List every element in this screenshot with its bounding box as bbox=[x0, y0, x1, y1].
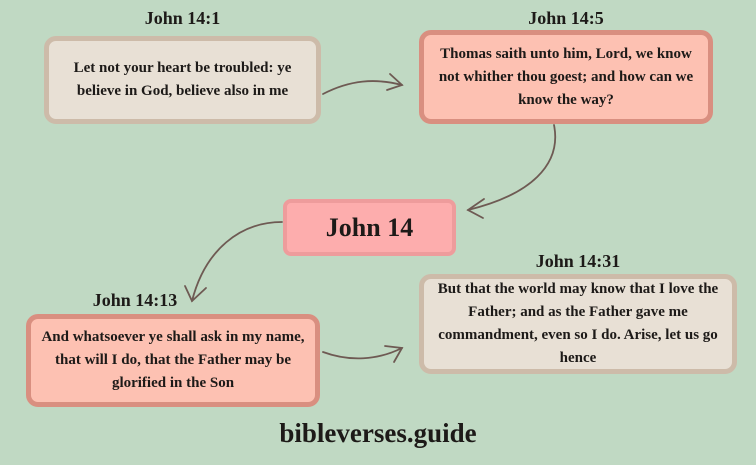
verse-reference-14-13: John 14:13 bbox=[92, 290, 178, 310]
arrow-v13-to-v31 bbox=[322, 347, 403, 360]
center-topic-label: John 14 bbox=[325, 213, 414, 242]
arrow-v1-to-v5 bbox=[322, 80, 403, 95]
arrow-center-to-v13 bbox=[191, 221, 283, 302]
verse-text-14-13: And whatsoever ye shall ask in my name, … bbox=[41, 329, 305, 391]
verse-box-14-31: But that the world may know that I love … bbox=[419, 274, 737, 374]
arrow-v5-to-center bbox=[467, 124, 557, 211]
verse-box-14-5: Thomas saith unto him, Lord, we know not… bbox=[419, 30, 713, 124]
verse-box-14-13: And whatsoever ye shall ask in my name, … bbox=[26, 314, 320, 407]
verse-text-14-1: Let not your heart be troubled: ye belie… bbox=[73, 60, 292, 99]
verse-text-14-5: Thomas saith unto him, Lord, we know not… bbox=[438, 45, 694, 108]
verse-reference-14-31: John 14:31 bbox=[535, 251, 621, 271]
verse-reference-14-5: John 14:5 bbox=[528, 8, 604, 28]
site-watermark: bibleverses.guide bbox=[279, 418, 477, 448]
verse-text-14-31: But that the world may know that I love … bbox=[437, 281, 719, 366]
verse-reference-14-1: John 14:1 bbox=[144, 8, 221, 28]
verse-box-14-1: Let not your heart be troubled: ye belie… bbox=[44, 36, 321, 124]
center-topic-box: John 14 bbox=[283, 199, 456, 256]
